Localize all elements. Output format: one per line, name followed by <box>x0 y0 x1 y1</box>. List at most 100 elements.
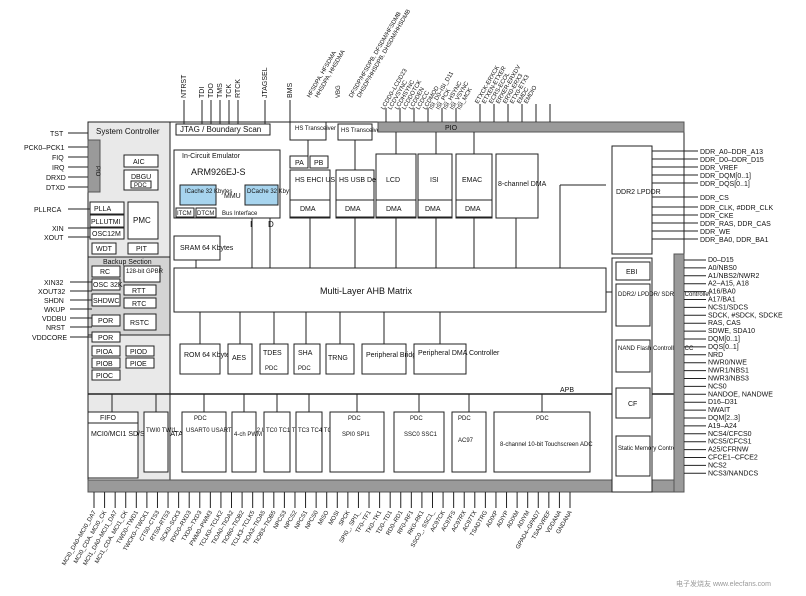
ebi-signal-label: NCS3/NANDCS <box>708 470 759 477</box>
usart-box <box>181 411 227 473</box>
fifo-box <box>87 411 139 424</box>
jtag-signal-lines <box>183 100 291 124</box>
wdt-box <box>91 242 117 255</box>
left-signal-label: XOUT32 <box>38 289 65 296</box>
rtc-label: RTC <box>132 301 146 308</box>
dbgu-pdc-box <box>130 180 152 189</box>
adc-box <box>493 411 591 473</box>
twi-label: TWI0 TWI1 <box>146 428 177 434</box>
cpu-box <box>173 149 281 219</box>
ddr2-signal-label: DDR_D0–DDR_D15 <box>700 157 764 164</box>
left-signal-label: XIN <box>52 226 64 233</box>
ebi-signal-label: NCS1/SDCS <box>708 304 748 311</box>
ddr2-signal-label: DDR_A0–DDR_A13 <box>700 149 763 156</box>
ebi-signal-label: NRD <box>708 352 723 359</box>
trng-box <box>325 343 355 375</box>
jtag-box <box>175 123 271 136</box>
ebi-label: EBI <box>626 269 637 276</box>
ebi-signal-label: A16/BA0 <box>708 289 736 296</box>
ebi-signal-label: RAS, CAS <box>708 320 741 327</box>
ahb-matrix-label: Multi-Layer AHB Matrix <box>320 286 413 296</box>
gpbr-label: 128-bit GPBR <box>126 269 164 275</box>
ebi-signal-label: A25/CFRNW <box>708 447 749 454</box>
pioe-label: PIOE <box>130 361 147 368</box>
ebi-signal-label: A0/NBS0 <box>708 265 737 272</box>
backup-section-title: Backup Section <box>103 259 152 266</box>
bridge-label: Peripheral Bridge <box>366 352 420 359</box>
rstc-box <box>123 313 157 331</box>
ebi-signal-label: NWR1/NBS1 <box>708 368 749 375</box>
osc32k-label: OSC 32K <box>93 282 123 289</box>
left-signal-label: XIN32 <box>44 280 64 287</box>
spi-label: SPI0 SPI1 <box>342 432 370 438</box>
sha-box <box>293 343 321 375</box>
rtc-box <box>123 297 157 309</box>
rtt-box <box>123 284 157 296</box>
pwm-box <box>231 411 257 473</box>
cf-label: CF <box>628 401 637 408</box>
bridge-box <box>361 343 407 375</box>
rstc-label: RSTC <box>130 320 149 327</box>
left-signal-lines <box>68 132 92 338</box>
ebi-signal-label: DQM[0..1] <box>708 336 740 343</box>
rc-label: RC <box>100 269 110 276</box>
ddr2-signal-label: DDR_CKE <box>700 213 734 220</box>
por1-box <box>91 314 121 327</box>
adc-label: 8-channel 10-bit Touchscreen ADC <box>500 442 593 448</box>
jtag-signal-label: TMS <box>217 83 224 98</box>
piod-box <box>125 345 155 357</box>
ehci-label: HS EHCI USB Host <box>295 177 356 184</box>
piob-box <box>91 357 121 369</box>
ac97-pdc-label: PDC <box>458 416 471 422</box>
usbd-dma-label: DMA <box>345 206 361 213</box>
por2-label: POR <box>98 335 113 342</box>
tdes-pdc-label: PDC <box>265 366 278 372</box>
osc12m-label: OSC12M <box>92 231 121 238</box>
ebi-signal-label: SDWE, SDA10 <box>708 328 755 335</box>
twi-box <box>143 411 169 473</box>
nand-box <box>615 339 651 373</box>
dcache-label: DCache 32 Kbytes <box>247 189 297 195</box>
ebi-signal-label: CFCE1–CFCE2 <box>708 455 758 462</box>
ice-label: In-Circuit Emulator <box>182 153 241 160</box>
gpbr-box <box>123 265 161 283</box>
sysc-pio-label: PIO <box>94 166 100 177</box>
itcm-label: ITCM <box>177 211 192 217</box>
isi-dma-label: DMA <box>425 206 441 213</box>
spi-box <box>329 411 385 473</box>
aic-box <box>123 154 159 168</box>
plla-box <box>89 201 125 215</box>
tdes-label: TDES <box>263 350 282 357</box>
ebi-signal-label: D16–D31 <box>708 399 738 406</box>
dtcm-box <box>195 207 217 218</box>
ebi-signal-label: D0–D15 <box>708 257 734 264</box>
ddr2-signal-label: DDR_DQM[0..1] <box>700 173 751 180</box>
pllutmi-label: PLLUTMI <box>91 219 121 226</box>
lcd-dma-box <box>375 199 417 218</box>
pioe-box <box>125 357 155 369</box>
left-signal-label: IRQ <box>52 165 65 172</box>
ebi-signal-label: NWR0/NWE <box>708 360 747 367</box>
left-signal-label: XOUT <box>44 235 64 242</box>
left-signal-label: PLLRCA <box>34 207 62 214</box>
ebi-signal-label: NWAIT <box>708 407 731 414</box>
left-signal-label: PCK0–PCK1 <box>24 145 65 152</box>
ebi-signal-label: SDCK, #SDCK, SDCKE <box>708 312 783 319</box>
ehci-dma-box <box>289 199 331 218</box>
bottom-pio-bar <box>87 479 685 493</box>
ehci-dma-label: DMA <box>300 206 316 213</box>
ebi-signal-label: A17/BA1 <box>708 297 736 304</box>
wdt-label: WDT <box>96 246 113 253</box>
pioc-label: PIOC <box>96 373 113 380</box>
hs-transceiver-1-label: HS Transceiver <box>295 126 336 132</box>
dcache-box <box>244 184 279 206</box>
adc-pdc-label: PDC <box>536 416 549 422</box>
left-signal-label: FIQ <box>52 155 64 162</box>
sysc-pio-bar <box>87 139 101 193</box>
dbgu-pdc-label: PDC <box>134 183 147 189</box>
left-signal-label: VDDCORE <box>32 335 67 342</box>
pmc-label: PMC <box>133 216 151 225</box>
left-signal-label: DTXD <box>46 185 65 192</box>
pb-box <box>309 155 329 169</box>
